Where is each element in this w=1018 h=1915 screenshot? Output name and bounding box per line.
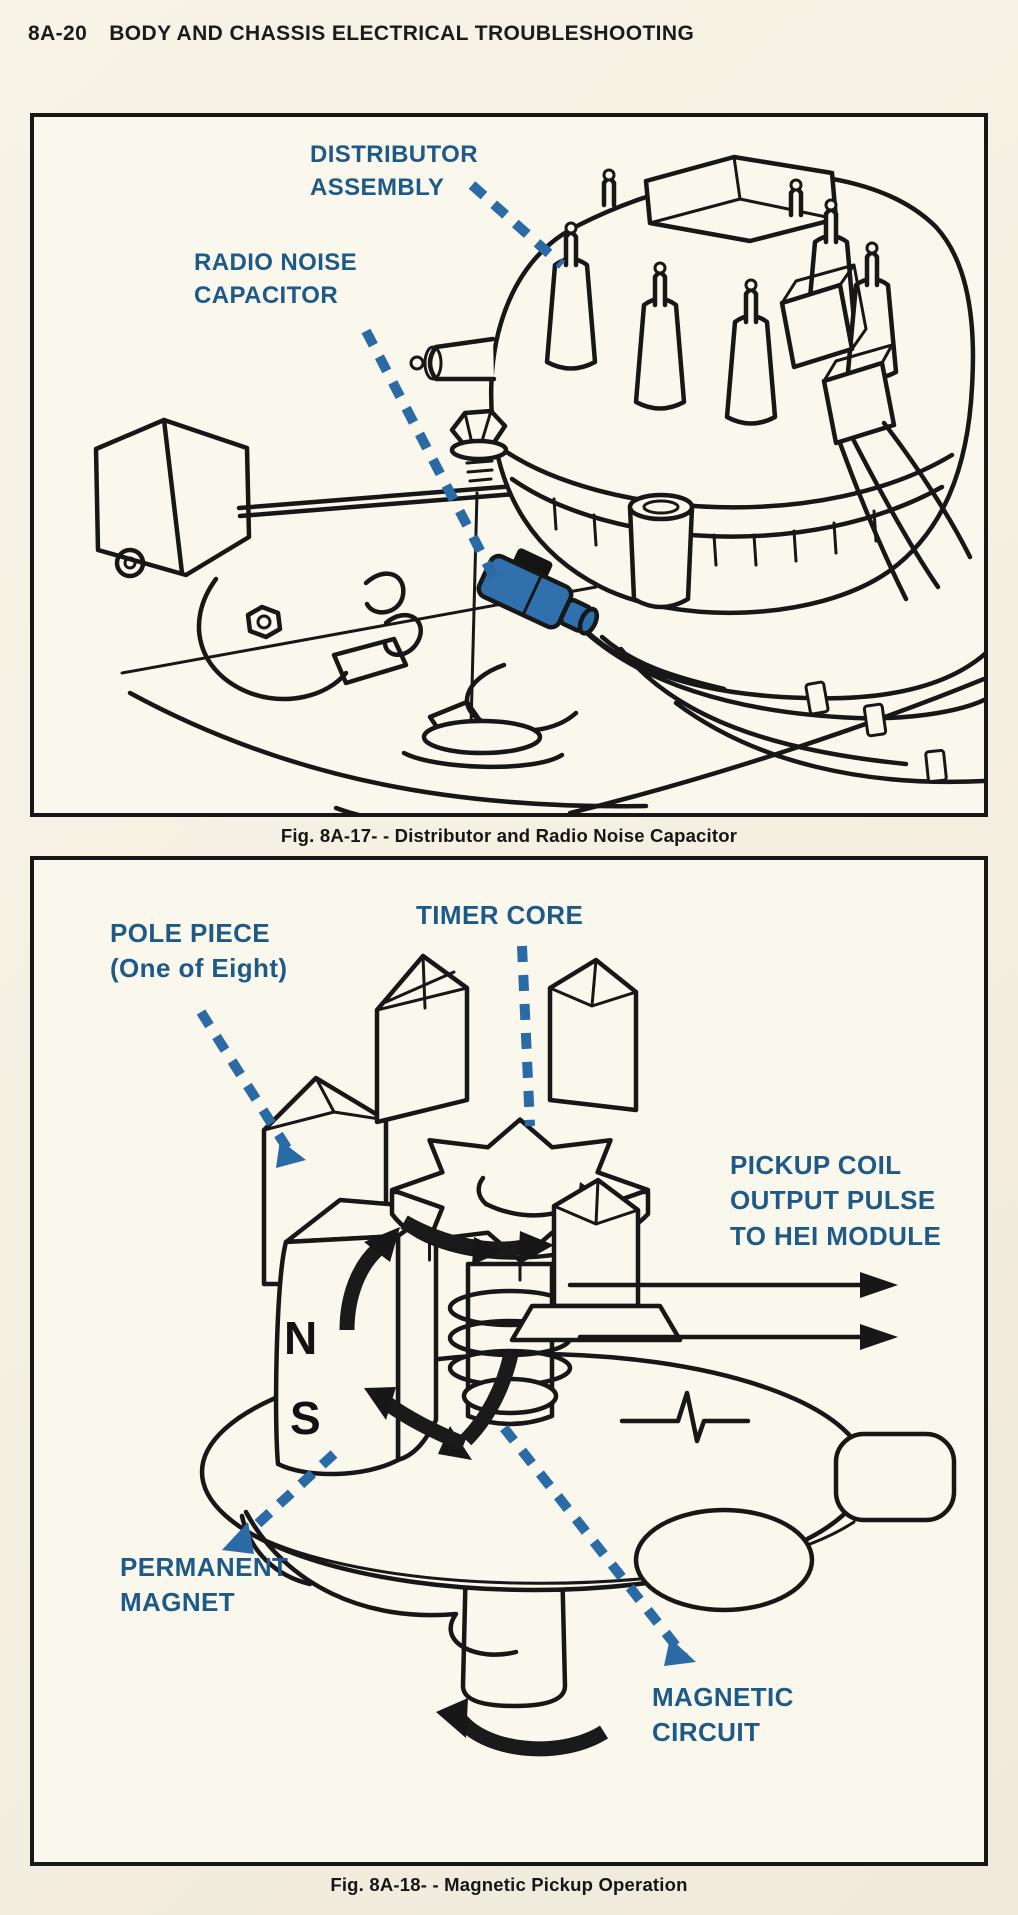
figure-8a-18: N S POLE PIECE (One of Eight) TIMER CORE… (30, 856, 988, 1866)
label-pickup-coil-output: PICKUP COIL OUTPUT PULSE TO HEI MODULE (730, 1150, 942, 1251)
page-header: 8A-20 BODY AND CHASSIS ELECTRICAL TROUBL… (28, 22, 694, 46)
leader-distributor-assembly (468, 181, 566, 269)
output-pulse-arrows (567, 1272, 898, 1350)
magnet-pole-n-label: N (284, 1312, 317, 1364)
leader-permanent-magnet (222, 1450, 338, 1554)
radio-noise-capacitor-part (476, 548, 600, 636)
leader-timer-core (517, 945, 535, 1127)
page-title: BODY AND CHASSIS ELECTRICAL TROUBLESHOOT… (109, 22, 695, 45)
pulse-waveform-icon (619, 1390, 751, 1444)
magnetic-pickup-drawing: N S (196, 945, 957, 1757)
leader-magnetic-circuit (500, 1424, 696, 1666)
connector-boxes (779, 263, 973, 602)
label-timer-core: TIMER CORE (416, 900, 584, 930)
magnet-pole-s-label: S (290, 1392, 321, 1444)
label-magnetic-circuit: MAGNETIC CIRCUIT (652, 1682, 794, 1748)
section-number: 8A-20 (28, 22, 88, 45)
label-radio-noise-capacitor: RADIO NOISE CAPACITOR (194, 249, 358, 309)
pole-piece-prism (374, 953, 470, 1125)
distributor-drawing (93, 154, 984, 813)
pole-piece-prism (547, 957, 639, 1113)
figure-8a-17: DISTRIBUTOR ASSEMBLY RADIO NOISE CAPACIT… (30, 113, 988, 817)
figure-8a-17-caption: Fig. 8A-17- - Distributor and Radio Nois… (280, 825, 738, 846)
leader-radio-noise-capacitor (361, 328, 503, 588)
drive-shaft (436, 1557, 609, 1757)
plate-lobe (633, 1507, 815, 1613)
pole-piece-prism (509, 1177, 683, 1343)
distributor-base-mount (401, 718, 565, 770)
label-pole-piece: POLE PIECE (One of Eight) (110, 918, 288, 984)
cap-tower (633, 261, 687, 411)
magnetic-flux-arrows (339, 1215, 554, 1460)
distributor-cap-drawing (409, 154, 976, 616)
label-distributor-assembly: DISTRIBUTOR ASSEMBLY (310, 141, 478, 201)
engine-contours (127, 676, 984, 813)
leader-pole-piece (196, 1009, 306, 1168)
bolt-part (449, 408, 509, 739)
shaft-rotation-arrowhead (436, 1698, 468, 1738)
cap-tower (724, 278, 778, 426)
plate-tab (833, 1431, 957, 1523)
figure-8a-18-caption: Fig. 8A-18- - Magnetic Pickup Operation (330, 1874, 688, 1895)
spark-plug-wires (464, 590, 984, 785)
label-permanent-magnet: PERMANENT MAGNET (120, 1552, 289, 1618)
